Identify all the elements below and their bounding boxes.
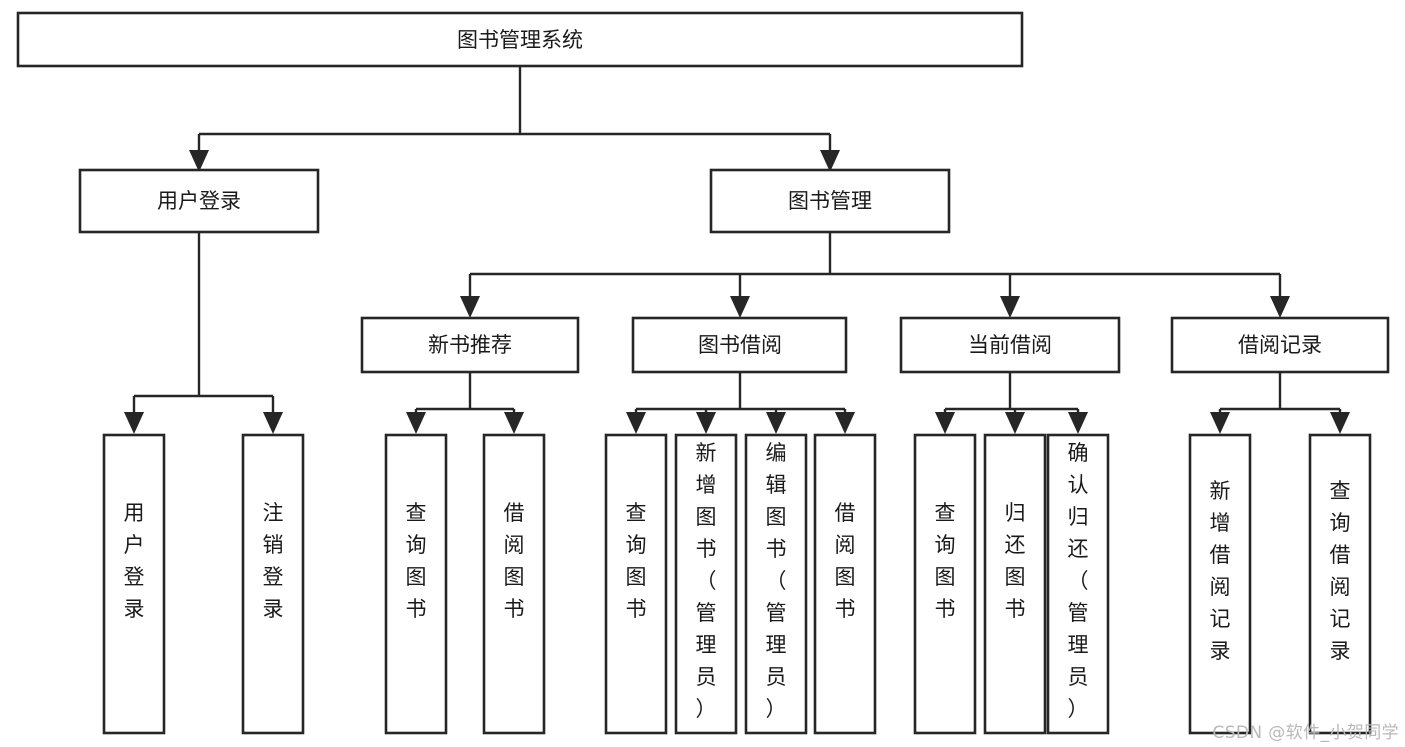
- node-leaf-user-login[interactable]: 用户登录: [102, 433, 166, 735]
- node-leaf-edit-book[interactable]: 编辑图书（管理员）: [744, 433, 808, 735]
- edge-book-borrow-trunk: [634, 372, 847, 414]
- node-leaf-add-record[interactable]: 新增借阅记录: [1188, 433, 1252, 735]
- edge-layer: [124, 66, 1350, 434]
- node-leaf-borrow-book-1-box[interactable]: [482, 433, 546, 735]
- node-leaf-borrow-book-2-label: 借阅图书: [835, 501, 856, 621]
- node-book-borrow-label: 图书借阅: [698, 333, 782, 357]
- arrow-current-borrow-to-confirm-return: [1068, 412, 1088, 434]
- node-leaf-confirm-return-box[interactable]: [1046, 433, 1110, 735]
- arrow-user-login-to-leaf-logout: [263, 412, 283, 434]
- edge-user-login-trunk: [132, 232, 275, 414]
- node-leaf-query-book-2[interactable]: 查询图书: [604, 433, 668, 735]
- node-leaf-borrow-book-2[interactable]: 借阅图书: [813, 433, 877, 735]
- node-leaf-query-book-2-label: 查询图书: [626, 501, 647, 621]
- arrow-root-to-book-manage: [820, 150, 840, 172]
- arrow-borrow-record-to-query-record: [1330, 412, 1350, 434]
- node-book-borrow-box[interactable]: [631, 316, 848, 374]
- arrow-book-manage-to-current-borrow: [1000, 296, 1020, 318]
- node-layer: 图书管理系统 用户登录 图书管理 新书推荐 图书借阅: [16, 11, 1390, 735]
- node-leaf-add-book[interactable]: 新增图书（管理员）: [674, 433, 738, 735]
- edge-borrow-record-trunk: [1218, 372, 1342, 414]
- node-leaf-add-record-box[interactable]: [1188, 433, 1252, 735]
- node-root[interactable]: 图书管理系统: [16, 11, 1024, 68]
- node-leaf-query-book-2-box[interactable]: [604, 433, 668, 735]
- node-new-book-rec-box[interactable]: [360, 316, 580, 374]
- node-book-borrow[interactable]: 图书借阅: [631, 316, 848, 374]
- node-book-manage[interactable]: 图书管理: [709, 168, 951, 234]
- edge-current-borrow-trunk: [943, 372, 1080, 414]
- arrow-borrow-record-to-add-record: [1210, 412, 1230, 434]
- arrow-book-borrow-to-query-book: [626, 412, 646, 434]
- edge-new-book-rec-trunk: [414, 372, 516, 414]
- node-leaf-query-book-3[interactable]: 查询图书: [913, 433, 977, 735]
- node-leaf-borrow-book-2-box[interactable]: [813, 433, 877, 735]
- node-leaf-edit-book-box[interactable]: [744, 433, 808, 735]
- node-leaf-query-record-box[interactable]: [1308, 433, 1372, 735]
- node-root-label: 图书管理系统: [457, 28, 583, 52]
- node-leaf-confirm-return[interactable]: 确认归还（管理员）: [1046, 433, 1110, 735]
- edge-book-manage-trunk: [468, 232, 1282, 298]
- arrow-new-book-rec-to-borrow-book: [504, 412, 524, 434]
- node-user-login-box[interactable]: [78, 168, 320, 234]
- node-leaf-add-record-label: 新增借阅记录: [1210, 479, 1231, 663]
- node-leaf-logout-box[interactable]: [241, 433, 305, 735]
- arrow-book-borrow-to-borrow-book: [835, 412, 855, 434]
- arrow-new-book-rec-to-query-book: [406, 412, 426, 434]
- node-leaf-confirm-return-label: 确认归还（管理员）: [1068, 441, 1089, 721]
- node-leaf-add-book-box[interactable]: [674, 433, 738, 735]
- node-leaf-return-book-box[interactable]: [983, 433, 1047, 735]
- node-book-manage-box[interactable]: [709, 168, 951, 234]
- node-borrow-record-box[interactable]: [1170, 316, 1390, 374]
- node-leaf-user-login-label: 用户登录: [124, 501, 145, 621]
- node-leaf-query-book-1[interactable]: 查询图书: [384, 433, 448, 735]
- csdn-watermark: CSDN @软件_小贺同学: [1212, 723, 1399, 743]
- arrow-current-borrow-to-query-book: [935, 412, 955, 434]
- node-new-book-rec[interactable]: 新书推荐: [360, 316, 580, 374]
- node-current-borrow-label: 当前借阅: [968, 333, 1052, 357]
- node-current-borrow[interactable]: 当前借阅: [899, 316, 1121, 374]
- arrow-book-borrow-to-edit-book: [766, 412, 786, 434]
- node-leaf-logout[interactable]: 注销登录: [241, 433, 305, 735]
- node-leaf-query-book-1-box[interactable]: [384, 433, 448, 735]
- node-borrow-record[interactable]: 借阅记录: [1170, 316, 1390, 374]
- node-leaf-query-record-label: 查询借阅记录: [1330, 479, 1351, 663]
- node-leaf-query-book-3-label: 查询图书: [935, 501, 956, 621]
- arrow-book-manage-to-borrow-record: [1270, 296, 1290, 318]
- node-leaf-return-book-label: 归还图书: [1005, 501, 1026, 621]
- node-leaf-user-login-box[interactable]: [102, 433, 166, 735]
- node-leaf-query-record[interactable]: 查询借阅记录: [1308, 433, 1372, 735]
- node-leaf-borrow-book-1[interactable]: 借阅图书: [482, 433, 546, 735]
- arrow-book-manage-to-book-borrow: [730, 296, 750, 318]
- node-root-box[interactable]: [16, 11, 1024, 68]
- node-leaf-borrow-book-1-label: 借阅图书: [504, 501, 525, 621]
- node-current-borrow-box[interactable]: [899, 316, 1121, 374]
- node-user-login[interactable]: 用户登录: [78, 168, 320, 234]
- node-book-manage-label: 图书管理: [788, 189, 872, 213]
- edge-root-trunk: [197, 66, 832, 152]
- arrow-user-login-to-leaf-user-login: [124, 412, 144, 434]
- arrow-current-borrow-to-return-book: [1005, 412, 1025, 434]
- node-leaf-return-book[interactable]: 归还图书: [983, 433, 1047, 735]
- node-leaf-add-book-label: 新增图书（管理员）: [696, 441, 717, 721]
- arrow-book-manage-to-new-book-rec: [460, 296, 480, 318]
- node-leaf-logout-label: 注销登录: [263, 501, 284, 621]
- node-leaf-edit-book-label: 编辑图书（管理员）: [766, 441, 787, 721]
- node-borrow-record-label: 借阅记录: [1238, 333, 1322, 357]
- node-new-book-rec-label: 新书推荐: [428, 333, 512, 357]
- node-leaf-query-book-3-box[interactable]: [913, 433, 977, 735]
- arrow-book-borrow-to-add-book: [696, 412, 716, 434]
- node-user-login-label: 用户登录: [157, 189, 241, 213]
- arrow-root-to-user-login: [189, 150, 209, 172]
- node-leaf-query-book-1-label: 查询图书: [406, 501, 427, 621]
